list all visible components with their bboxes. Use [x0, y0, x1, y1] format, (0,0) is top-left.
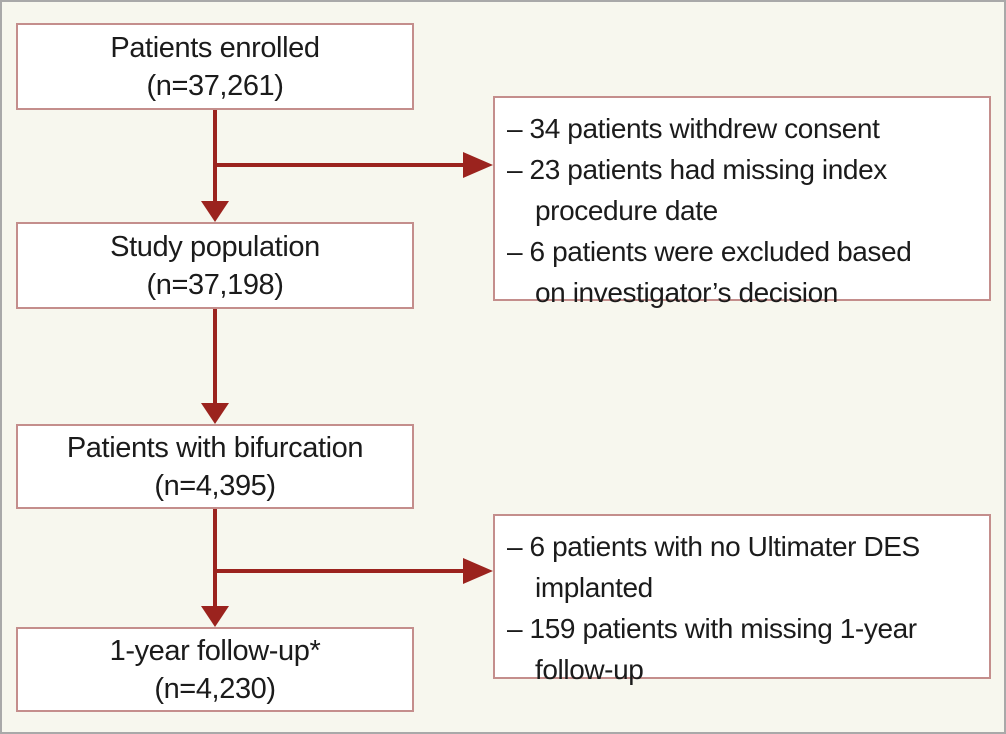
exclusion-item-continuation: procedure date — [535, 195, 718, 226]
flow-box-count: (n=37,198) — [146, 268, 284, 301]
exclusion-item: – 23 patients had missing index — [507, 154, 887, 185]
connector-bifurcation-to-follow-up — [213, 509, 217, 607]
flow-box-label: 1-year follow-up* — [109, 634, 321, 667]
branch-to-exclusion-2 — [215, 569, 465, 573]
flow-box-patients-with-bifurcation: Patients with bifurcation (n=4,395) — [16, 424, 414, 509]
arrowhead-right-icon — [463, 558, 493, 584]
connector-enrolled-to-study — [213, 110, 217, 202]
flow-box-patients-enrolled: Patients enrolled (n=37,261) — [16, 23, 414, 110]
arrowhead-down-icon — [201, 606, 229, 627]
flow-box-study-population: Study population (n=37,198) — [16, 222, 414, 309]
exclusion-box-enrollment: – 34 patients withdrew consent – 23 pati… — [493, 96, 991, 308]
flow-box-count: (n=4,395) — [154, 469, 276, 502]
flow-box-one-year-follow-up: 1-year follow-up* (n=4,230) — [16, 627, 414, 712]
arrowhead-down-icon — [201, 403, 229, 424]
branch-to-exclusion-1 — [215, 163, 465, 167]
exclusion-box-follow-up: – 6 patients with no Ultimater DES impla… — [493, 514, 991, 685]
exclusion-item-continuation: implanted — [535, 572, 653, 603]
arrowhead-right-icon — [463, 152, 493, 178]
flow-box-label: Patients with bifurcation — [66, 431, 364, 464]
flow-box-count: (n=37,261) — [146, 69, 284, 102]
exclusion-item-continuation: on investigator’s decision — [535, 277, 838, 308]
flow-box-label: Patients enrolled — [110, 31, 320, 64]
exclusion-item-continuation: follow-up — [535, 654, 644, 685]
flow-box-label: Study population — [110, 230, 320, 263]
exclusion-item: – 6 patients were excluded based — [507, 236, 912, 267]
arrowhead-down-icon — [201, 201, 229, 222]
exclusion-item: – 159 patients with missing 1-year — [507, 613, 917, 644]
exclusion-item: – 6 patients with no Ultimater DES — [507, 531, 920, 562]
flow-box-count: (n=4,230) — [154, 672, 276, 705]
exclusion-item: – 34 patients withdrew consent — [507, 113, 880, 144]
connector-study-to-bifurcation — [213, 309, 217, 404]
